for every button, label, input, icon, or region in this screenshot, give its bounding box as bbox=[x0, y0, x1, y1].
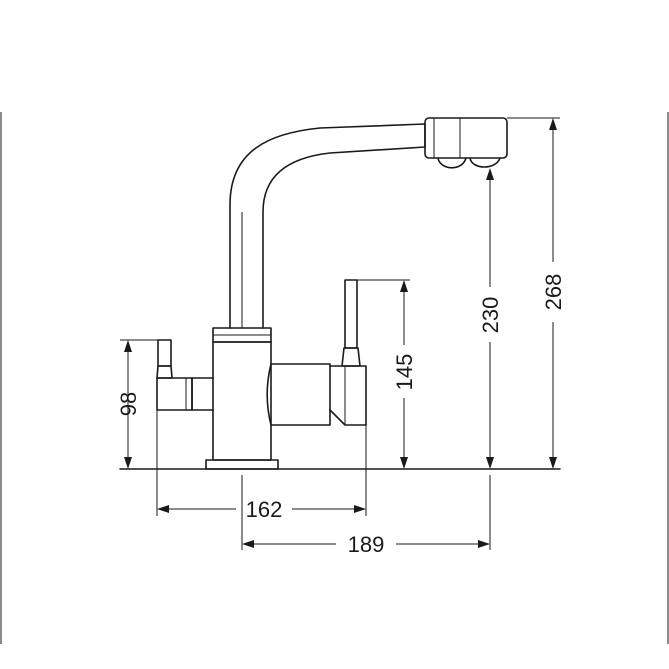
dimension-label-189: 189 bbox=[348, 532, 385, 557]
dimension-98: 98 bbox=[116, 339, 160, 469]
spout-head bbox=[424, 117, 508, 159]
dimension-label-230: 230 bbox=[478, 297, 503, 334]
dimension-162: 162 bbox=[156, 410, 367, 522]
dimension-label-145: 145 bbox=[392, 354, 417, 391]
lever-collar bbox=[341, 347, 361, 367]
dimension-268: 268 bbox=[507, 117, 566, 469]
dimension-230: 230 bbox=[478, 168, 503, 469]
outlet-left bbox=[437, 157, 467, 169]
left-handle-cap bbox=[156, 377, 193, 411]
left-knob-base bbox=[156, 365, 173, 379]
left-knob-stem bbox=[157, 339, 172, 367]
main-body bbox=[212, 341, 272, 461]
dimension-label-162: 162 bbox=[246, 497, 283, 522]
dimension-189: 189 bbox=[241, 475, 491, 557]
base-plate bbox=[205, 459, 279, 470]
dimension-145: 145 bbox=[357, 279, 417, 469]
spout-tube bbox=[229, 123, 426, 329]
faucet-outline bbox=[156, 117, 508, 470]
outlet-right bbox=[469, 157, 501, 168]
mixer-housing bbox=[329, 365, 367, 426]
mixer-cartridge bbox=[266, 363, 331, 426]
lever-stem bbox=[344, 279, 358, 349]
left-handle-body bbox=[191, 377, 214, 411]
dimension-label-268: 268 bbox=[541, 274, 566, 311]
dimension-label-98: 98 bbox=[116, 392, 141, 416]
